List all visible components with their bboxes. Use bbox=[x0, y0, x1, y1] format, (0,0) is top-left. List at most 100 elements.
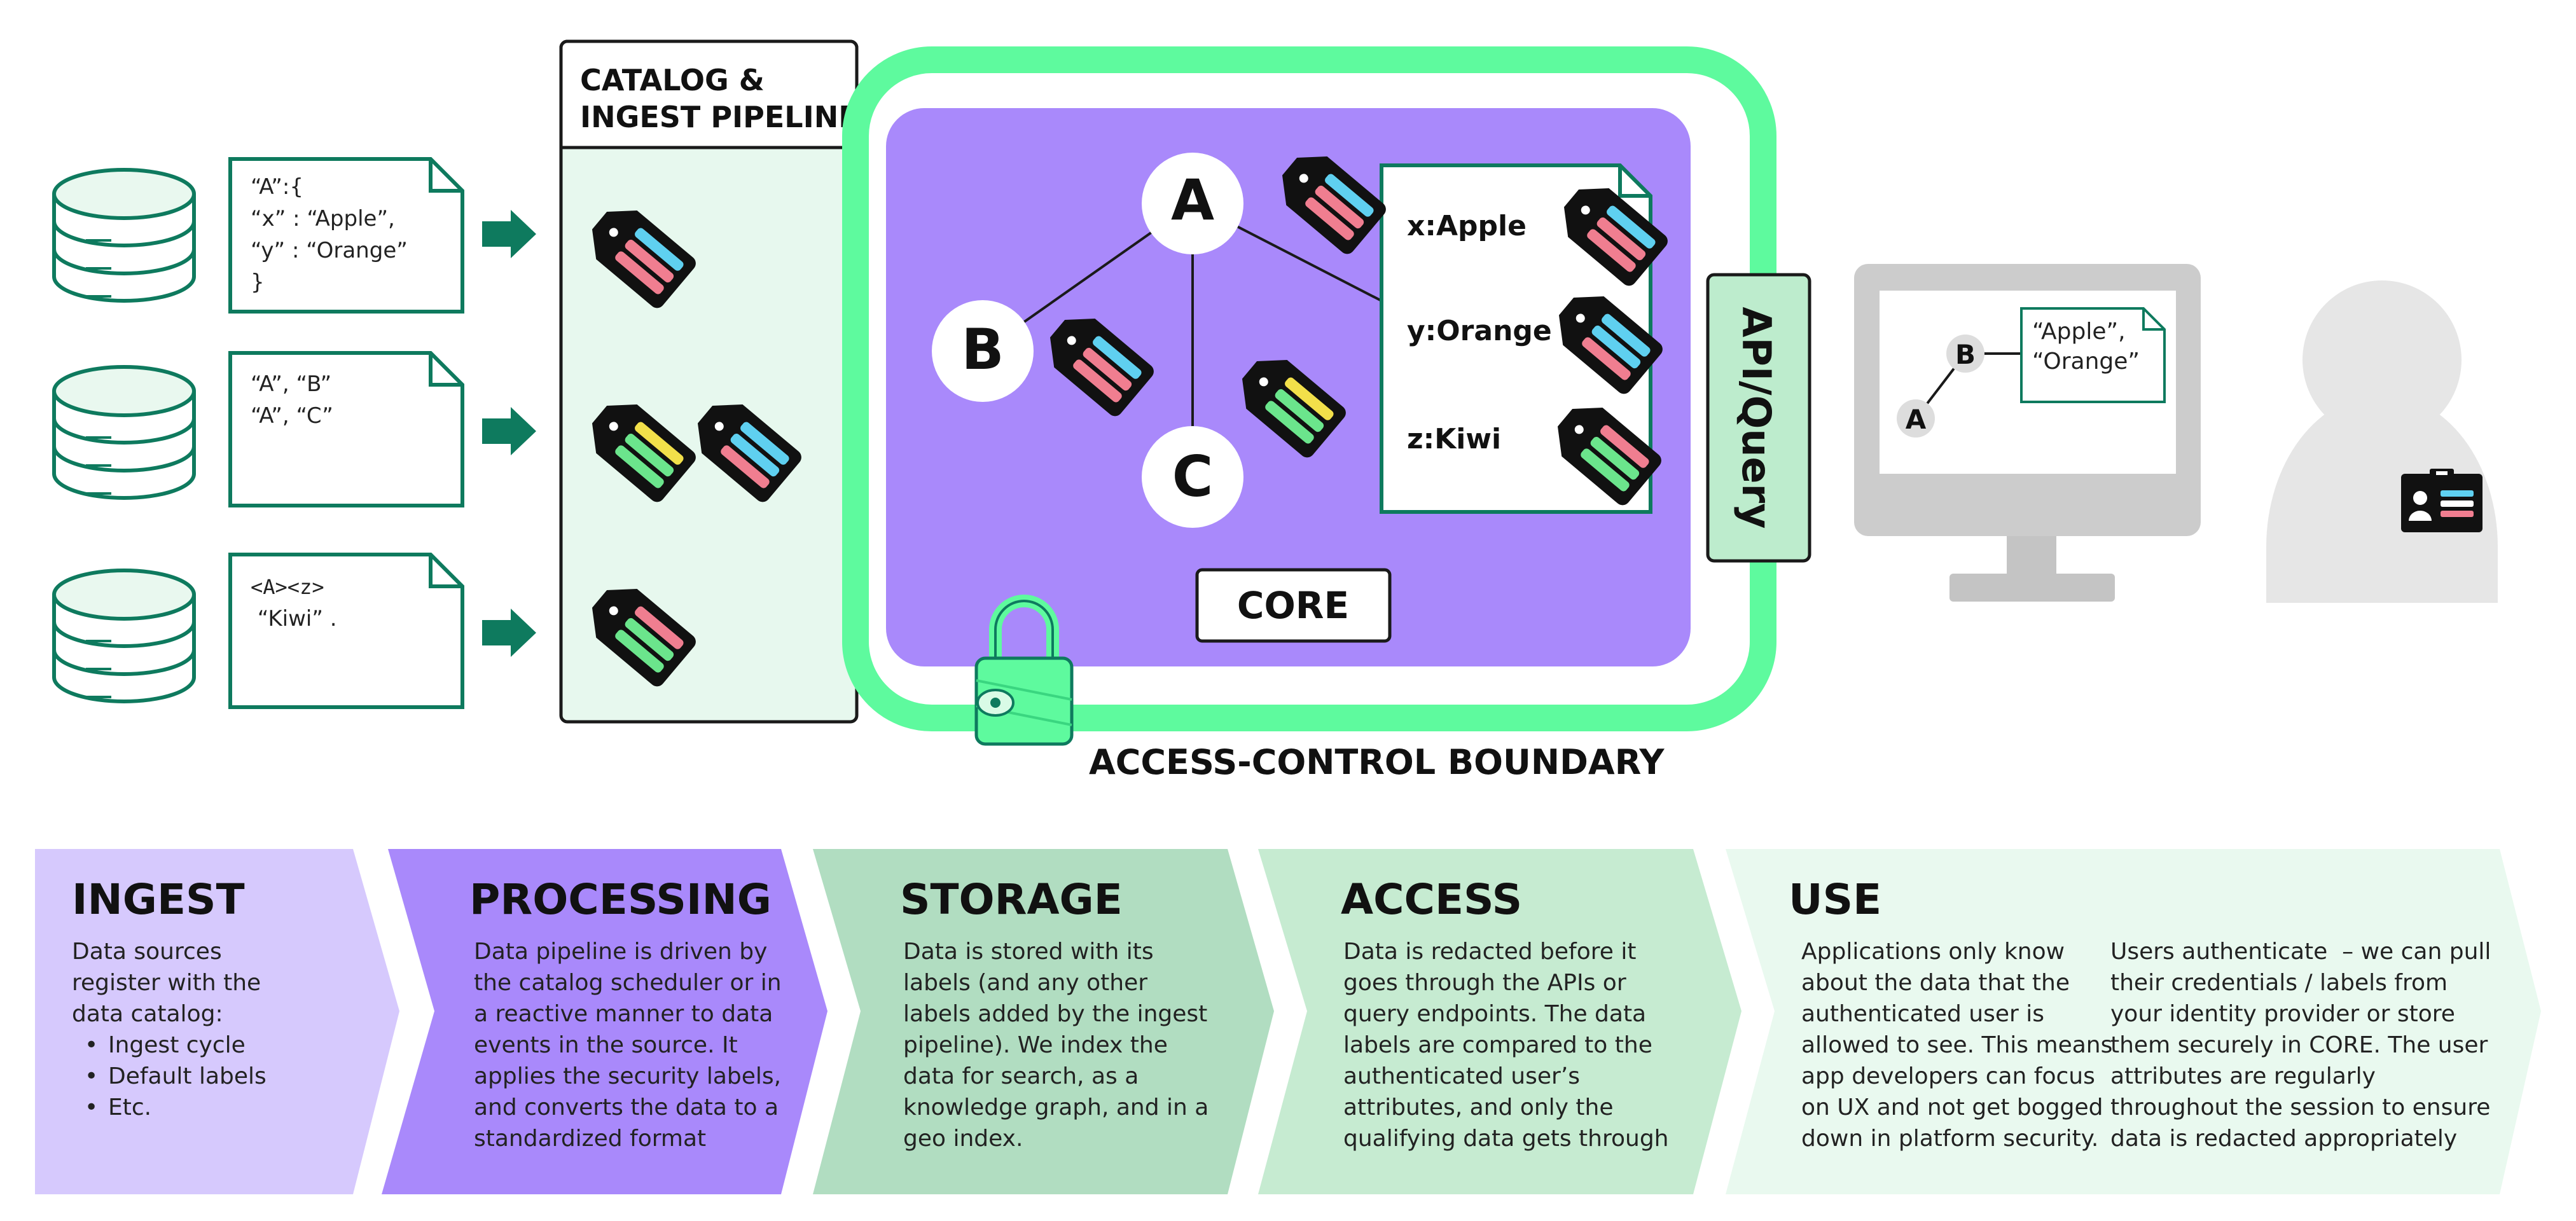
stage-text-line: about the data that the bbox=[1801, 970, 2070, 996]
stage-text-line: query endpoints. The data bbox=[1343, 1001, 1646, 1027]
svg-text:Data is redacted before it: Data is redacted before it goes through … bbox=[1343, 939, 1669, 1152]
stage-text-line: their credentials / labels from bbox=[2110, 970, 2448, 996]
user-avatar-icon bbox=[2266, 280, 2498, 603]
stage-text-line: data for search, as a bbox=[903, 1063, 1139, 1089]
doc-line: “Kiwi” . bbox=[251, 606, 337, 631]
stage-text-line: data catalog: bbox=[72, 1001, 223, 1027]
stage-processing: PROCESSING Data pipeline is driven by th… bbox=[382, 849, 828, 1194]
stage-title: INGEST bbox=[72, 875, 245, 924]
stage-text-line: app developers can focus bbox=[1801, 1063, 2095, 1089]
security-tag-icon bbox=[592, 404, 696, 502]
stage-text-line: pipeline). We index the bbox=[903, 1032, 1168, 1058]
stage-text-line: them securely in CORE. The user bbox=[2110, 1032, 2488, 1058]
monitor-graph: A B bbox=[1897, 335, 2021, 438]
node-label: B bbox=[961, 317, 1004, 382]
core-label-box: CORE bbox=[1195, 568, 1392, 643]
security-tag-icon bbox=[592, 588, 696, 687]
svg-text:x:Apple y:Orange: x:Apple y:Orange z:Kiwi bbox=[1407, 210, 1562, 455]
stage-text-line: events in the source. It bbox=[474, 1032, 738, 1058]
stage-text-line: down in platform security. bbox=[1801, 1126, 2098, 1152]
property-label: z:Kiwi bbox=[1407, 423, 1501, 455]
doc-line: “y” : “Orange” bbox=[251, 238, 408, 263]
stage-text-line: the catalog scheduler or in bbox=[474, 970, 782, 996]
monitor-document: “Apple”, “Orange” bbox=[2020, 307, 2166, 403]
stage-text-line: labels added by the ingest bbox=[903, 1001, 1207, 1027]
stage-use: USE Applications only know about the dat… bbox=[1726, 849, 2541, 1194]
stage-text-line: geo index. bbox=[903, 1126, 1023, 1152]
monitor-node-label: B bbox=[1955, 339, 1976, 370]
stage-text-line: Users authenticate – we can pull bbox=[2110, 939, 2491, 965]
database-icon bbox=[52, 365, 196, 500]
stage-text-line: throughout the session to ensure bbox=[2110, 1094, 2490, 1121]
api-query-box: API/Query bbox=[1706, 273, 1811, 563]
stage-text-line: Data pipeline is driven by bbox=[474, 939, 767, 965]
source-row-2: “A”, “B” “A”, “C” bbox=[52, 351, 536, 507]
stage-bullet: Default labels bbox=[108, 1063, 267, 1089]
svg-text:Data pipeline is driven by: Data pipeline is driven by the catalog s… bbox=[474, 939, 789, 1152]
boundary-label: ACCESS-CONTROL BOUNDARY bbox=[1089, 742, 1665, 782]
arrow-right-icon bbox=[482, 407, 536, 455]
source-document: “A”:{ “x” : “Apple”, “y” : “Orange” } bbox=[228, 157, 464, 314]
stage-text-line: allowed to see. This means bbox=[1801, 1032, 2112, 1058]
security-tag-icon bbox=[592, 210, 696, 308]
svg-text:“A”, “B” “A”, “C”: “A”, “B” “A”, “C” bbox=[251, 371, 338, 429]
stage-text-line: applies the security labels, bbox=[474, 1063, 781, 1089]
security-tag-icon bbox=[1563, 188, 1668, 286]
graph-node-a: A bbox=[1142, 153, 1243, 254]
svg-text:“A”:{ “x” : “Apple”,: “A”:{ “x” : “Apple”, “y” : “Orange” } bbox=[251, 174, 415, 295]
id-badge-icon bbox=[2401, 469, 2483, 532]
security-tags bbox=[592, 156, 1668, 687]
stage-text-line: Data is stored with its bbox=[903, 939, 1154, 965]
property-label: y:Orange bbox=[1407, 315, 1552, 347]
security-tag-icon bbox=[1557, 407, 1661, 506]
stage-text-line: your identity provider or store bbox=[2110, 1001, 2455, 1027]
source-row-3: <A><z> “Kiwi” . bbox=[52, 553, 536, 709]
monitor-node-label: A bbox=[1906, 404, 1927, 435]
stage-text-line: and converts the data to a bbox=[474, 1094, 779, 1121]
stage-title: ACCESS bbox=[1341, 875, 1522, 924]
stage-bullet: Ingest cycle bbox=[108, 1032, 246, 1058]
padlock-icon bbox=[974, 595, 1074, 746]
stage-access: ACCESS Data is redacted before it goes t… bbox=[1258, 849, 1742, 1194]
stage-text-line: goes through the APIs or bbox=[1343, 970, 1626, 996]
monitor-doc-line: “Orange” bbox=[2032, 348, 2140, 375]
stage-title: PROCESSING bbox=[469, 875, 772, 924]
catalog-title: INGEST PIPELINE bbox=[580, 100, 859, 134]
stage-text-line: labels (and any other bbox=[903, 970, 1147, 996]
stage-title: USE bbox=[1789, 875, 1881, 924]
stage-title: STORAGE bbox=[900, 875, 1123, 924]
arrow-right-icon bbox=[482, 609, 536, 657]
stage-text-line: attributes, and only the bbox=[1343, 1094, 1614, 1121]
stage-text-line: Applications only know bbox=[1801, 939, 2065, 965]
doc-line: “A”, “C” bbox=[251, 403, 333, 429]
core-label: CORE bbox=[1237, 584, 1349, 627]
stage-text-line: register with the bbox=[72, 970, 261, 996]
svg-text:Data sources register wi: Data sources register with the data cata… bbox=[72, 939, 268, 1027]
doc-line: } bbox=[251, 270, 265, 295]
svg-text:Users authenticate – we can p: Users authenticate – we can pull their c… bbox=[2110, 939, 2491, 1152]
monitor-doc-line: “Apple”, bbox=[2032, 319, 2126, 345]
stage-text-line: authenticated user is bbox=[1801, 1001, 2044, 1027]
stage-ingest: INGEST Data sources register with the da… bbox=[35, 849, 399, 1194]
stage-text-line: qualifying data gets through bbox=[1343, 1126, 1669, 1152]
svg-text:Data is stored with its: Data is stored with its labels (and any … bbox=[903, 939, 1216, 1152]
source-row-1: “A”:{ “x” : “Apple”, “y” : “Orange” } bbox=[52, 157, 536, 314]
stage-text-line: data is redacted appropriately bbox=[2110, 1126, 2457, 1152]
stage-bullet: Etc. bbox=[108, 1094, 151, 1121]
graph-node-c: C bbox=[1142, 426, 1243, 528]
stage-text-line: labels are compared to the bbox=[1343, 1032, 1652, 1058]
security-tag-icon bbox=[1242, 359, 1346, 458]
svg-text:<A><z>: <A><z> bbox=[251, 575, 324, 599]
database-icon bbox=[52, 168, 196, 303]
property-label: x:Apple bbox=[1407, 210, 1527, 242]
doc-line: “A”:{ bbox=[251, 174, 303, 200]
doc-line: “A”, “B” bbox=[251, 371, 331, 397]
svg-text:“Apple”, “Orange”: “Apple”, “Orange” bbox=[2032, 319, 2140, 375]
stage-text-line: knowledge graph, and in a bbox=[903, 1094, 1208, 1121]
stage-text-line: Data is redacted before it bbox=[1343, 939, 1636, 965]
doc-line: “x” : “Apple”, bbox=[251, 206, 395, 231]
stage-text-line: a reactive manner to data bbox=[474, 1001, 773, 1027]
api-label: API/Query bbox=[1733, 307, 1780, 528]
stage-text-line: Data sources bbox=[72, 939, 222, 965]
